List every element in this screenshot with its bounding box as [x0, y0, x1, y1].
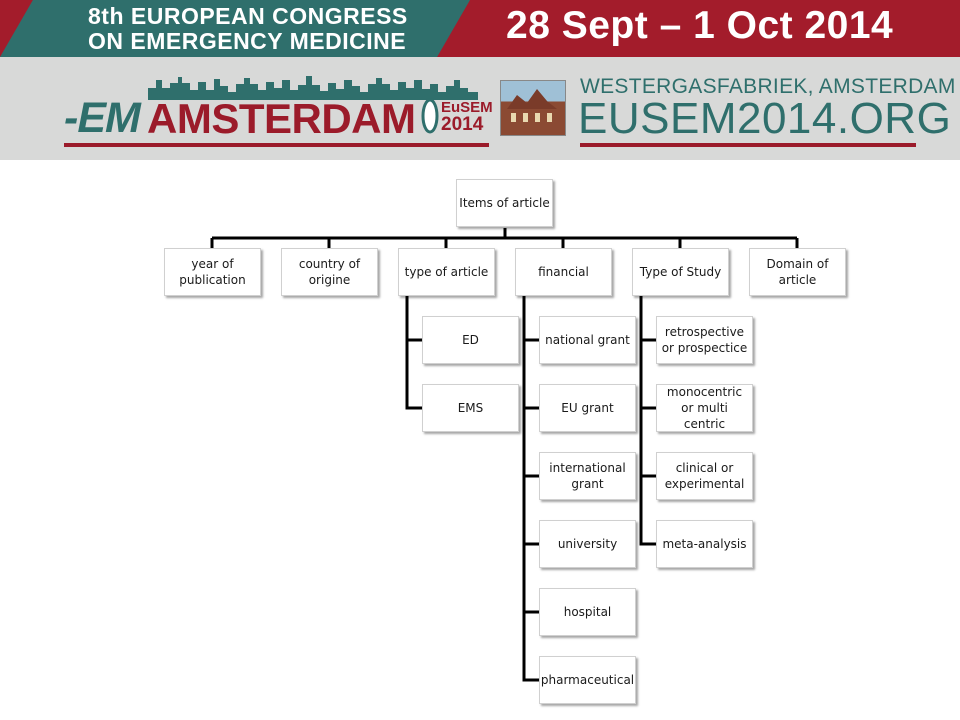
- congress-title-block: [0, 0, 470, 57]
- eusem-star-logo: [421, 98, 439, 134]
- venue-photo: [500, 80, 566, 136]
- congress-title-line2: ON EMERGENCY MEDICINE: [88, 28, 407, 54]
- em-logo-text: -EM: [64, 94, 141, 142]
- study-type-item: monocentric or multi centric: [656, 384, 753, 432]
- study-type-item: retrospective or prospectice: [656, 316, 753, 364]
- financial-item: pharmaceutical: [539, 656, 636, 704]
- category-country-of-origine: country of origine: [281, 248, 378, 296]
- congress-dates: 28 Sept – 1 Oct 2014: [506, 4, 894, 47]
- category-financial: financial: [515, 248, 612, 296]
- type-of-article-item: ED: [422, 316, 519, 364]
- financial-item: national grant: [539, 316, 636, 364]
- skyline-graphic: [148, 76, 478, 100]
- logo-band: [0, 57, 960, 160]
- congress-banner: 8th EUROPEAN CONGRESS ON EMERGENCY MEDIC…: [0, 0, 960, 57]
- study-type-item: clinical or experimental: [656, 452, 753, 500]
- category-year-of-publication: year of publication: [164, 248, 261, 296]
- website-underline: [580, 143, 916, 147]
- logo-underline: [64, 143, 489, 147]
- eusem-year: 2014: [441, 114, 484, 135]
- venue-name: WESTERGASFABRIEK, AMSTERDAM: [580, 75, 956, 98]
- financial-item: EU grant: [539, 384, 636, 432]
- amsterdam-logo-text: AMSTERDAM: [147, 95, 416, 142]
- website-address: EUSEM2014.ORG: [578, 94, 952, 143]
- financial-item: international grant: [539, 452, 636, 500]
- eusem-label: EuSEM: [441, 99, 493, 116]
- category-type-of-study: Type of Study: [632, 248, 729, 296]
- root-node: Items of article: [456, 179, 553, 227]
- type-of-article-item: EMS: [422, 384, 519, 432]
- study-type-item: meta-analysis: [656, 520, 753, 568]
- category-type-of-article: type of article: [398, 248, 495, 296]
- financial-item: hospital: [539, 588, 636, 636]
- congress-title-line1: 8th EUROPEAN CONGRESS: [88, 3, 408, 29]
- financial-item: university: [539, 520, 636, 568]
- category-domain-of-article: Domain of article: [749, 248, 846, 296]
